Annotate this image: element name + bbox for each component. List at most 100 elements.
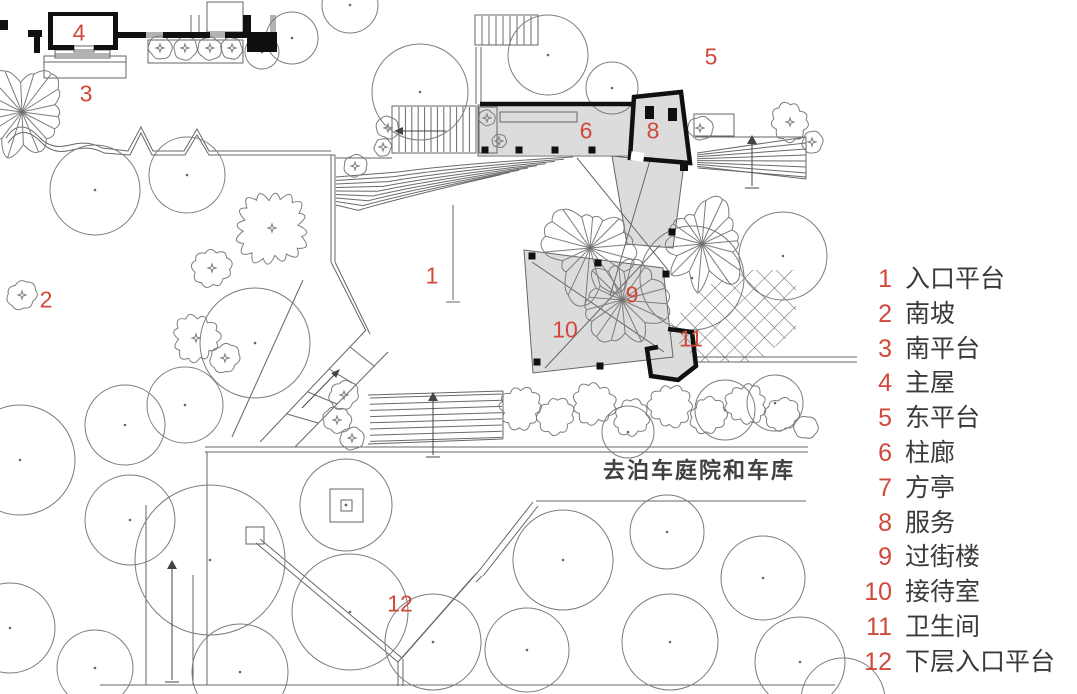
legend-item-label: 柱廊 [905, 438, 956, 467]
flower-shrub-icon [375, 115, 400, 140]
direction-markers [165, 127, 759, 683]
legend-item-label: 方亭 [905, 473, 956, 502]
trellis-lattice [664, 270, 796, 362]
hedge-shrub-icon [572, 382, 617, 426]
tree-icon [84, 384, 166, 466]
hedge-shrub-icon [724, 383, 767, 425]
legend-item-2: 2 南坡 [856, 297, 1072, 332]
tree-icon [720, 535, 806, 621]
hedge-shrub-icon [646, 385, 693, 429]
flower-shrub-icon [220, 36, 243, 60]
hedge-shrub-icon [535, 397, 575, 437]
fan-tree-icon [584, 258, 671, 343]
tree-icon [512, 509, 614, 611]
plan-label-11: 11 [679, 325, 703, 352]
legend-item-3: 3 南平台 [856, 332, 1072, 367]
tree-icon [629, 494, 705, 570]
plan-label-6: 6 [579, 117, 593, 144]
hedge-shrub-icon [793, 415, 819, 439]
tree-icon [49, 144, 141, 236]
flower-shrub-icon [322, 406, 353, 434]
flower-shrub-icon [197, 36, 223, 61]
hedge-shrub-icon [689, 395, 729, 435]
legend-item-number: 4 [878, 369, 892, 398]
legend-item-number: 1 [878, 265, 892, 293]
plan-label-4: 4 [72, 19, 86, 46]
flower-shrub-icon [373, 138, 392, 157]
fan-tree-icon [0, 70, 61, 159]
flower-shrub-icon [173, 35, 198, 61]
wall-windows [146, 15, 276, 38]
legend-item-5: 5 东平台 [856, 401, 1072, 436]
flower-shrub-icon [491, 133, 508, 149]
flower-shrub-icon [147, 35, 173, 60]
heavy-wall-lines [480, 89, 699, 383]
tree-icon [371, 43, 469, 141]
plan-label-5: 5 [704, 43, 718, 70]
tree-icon [601, 405, 655, 459]
legend-item-label: 下层入口平台 [905, 647, 1056, 676]
tree-icon [621, 593, 719, 691]
tree-icon [199, 287, 311, 399]
flower-shrub-icon [343, 153, 368, 178]
legend-item-label: 入口平台 [905, 265, 1006, 293]
legend-item-label: 东平台 [905, 404, 981, 433]
legend-item-number: 3 [878, 334, 892, 363]
legend-item-4: 4 主屋 [856, 366, 1072, 401]
tree-icon [0, 404, 76, 516]
fan-tree-icon [664, 195, 741, 294]
tree-icon [746, 374, 804, 432]
legend-item-number: 8 [878, 508, 892, 537]
legend-item-label: 接待室 [905, 578, 981, 607]
legend-item-label: 南坡 [905, 299, 956, 328]
flower-shrub-icon [801, 130, 824, 154]
building-walls [0, 12, 688, 171]
legend-item-8: 8 服务 [856, 506, 1072, 541]
column-dots [481, 146, 676, 370]
plan-label-8: 8 [646, 117, 660, 144]
hedge-shrub-icon [498, 386, 542, 431]
plan-linework [5, 1, 857, 686]
legend-item-label: 服务 [905, 508, 956, 537]
flower-shrub-icon [173, 313, 222, 364]
legend-item-number: 12 [864, 647, 892, 676]
hedge-shrub-icon [763, 396, 801, 432]
flower-shrub-icon [6, 280, 38, 311]
legend-item-label: 南平台 [905, 334, 981, 363]
legend-item-label: 主屋 [905, 369, 956, 398]
service-door-gap [630, 151, 645, 162]
tree-icon [191, 623, 289, 694]
legend-item-12: 12 下层入口平台 [856, 645, 1072, 680]
tree-icon [146, 366, 224, 444]
tree-icon [321, 0, 379, 34]
tree-icon [384, 593, 482, 691]
tree-icon [84, 474, 176, 566]
plan-label-12: 12 [387, 590, 413, 617]
plan-label-3: 3 [79, 80, 93, 107]
legend-item-number: 5 [878, 404, 892, 433]
route-note: 去泊车庭院和车库 [602, 458, 796, 483]
legend-item-label: 卫生间 [905, 612, 981, 641]
plan-label-9: 9 [625, 281, 639, 308]
tree-icon [148, 136, 226, 214]
plan-label-1: 1 [425, 262, 439, 289]
vegetation-layer [0, 0, 886, 694]
plan-label-10: 10 [552, 316, 578, 343]
tree-icon [134, 484, 286, 636]
legend-item-number: 6 [878, 438, 892, 467]
tree-icon [800, 657, 886, 694]
legend-item-label: 过街楼 [905, 543, 981, 572]
legend-item-number: 2 [878, 299, 892, 328]
tree-icon [507, 14, 589, 96]
tree-icon [585, 61, 639, 115]
plan-label-2: 2 [39, 286, 53, 313]
tree-icon [291, 553, 409, 671]
terraces-and-stairs [286, 16, 807, 442]
